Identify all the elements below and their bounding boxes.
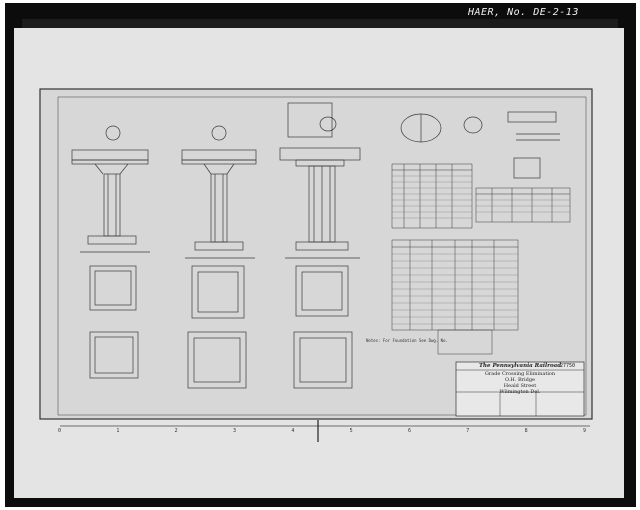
title-line-1: Grade Crossing Elimination — [484, 371, 556, 377]
foundation-note: Notes: For Foundation See Dwg. No. — [366, 338, 448, 343]
title-line-2: O.H. Bridge — [505, 377, 535, 383]
scale-label: 1 — [116, 428, 120, 434]
column-elevation-c — [279, 102, 361, 389]
column-elevation-b — [181, 125, 257, 389]
bar-schedule-left — [391, 163, 473, 229]
survey-number: HAER, No. DE-2-13 — [468, 7, 579, 18]
title-block-text: The Pennsylvania Railroad Grade Crossing… — [458, 363, 582, 395]
drawing-number: 27750 — [560, 363, 576, 369]
scale-labels: 0 1 2 3 4 5 6 7 8 9 — [58, 428, 586, 434]
scale-strip — [60, 420, 590, 442]
title-line-4: Wilmington Del. — [499, 389, 541, 395]
bar-schedule-right — [475, 187, 571, 223]
schedule-of-reinforcing — [391, 239, 519, 355]
bearing-details — [400, 111, 560, 179]
column-elevation-a — [71, 125, 150, 379]
scale-label: 8 — [524, 428, 528, 434]
scale-label: 3 — [232, 428, 236, 434]
scale-label: 7 — [466, 428, 470, 434]
scale-label: 9 — [582, 428, 586, 434]
title-block — [455, 361, 585, 417]
schedule-rows — [392, 175, 570, 325]
scale-label: 6 — [407, 428, 411, 434]
scale-label: 0 — [58, 428, 62, 434]
scale-label: 2 — [174, 428, 178, 434]
title-line-3: Heald Street — [503, 383, 537, 389]
scale-label: 4 — [291, 428, 295, 434]
railroad-name: The Pennsylvania Railroad — [478, 363, 562, 369]
scale-label: 5 — [349, 428, 353, 434]
